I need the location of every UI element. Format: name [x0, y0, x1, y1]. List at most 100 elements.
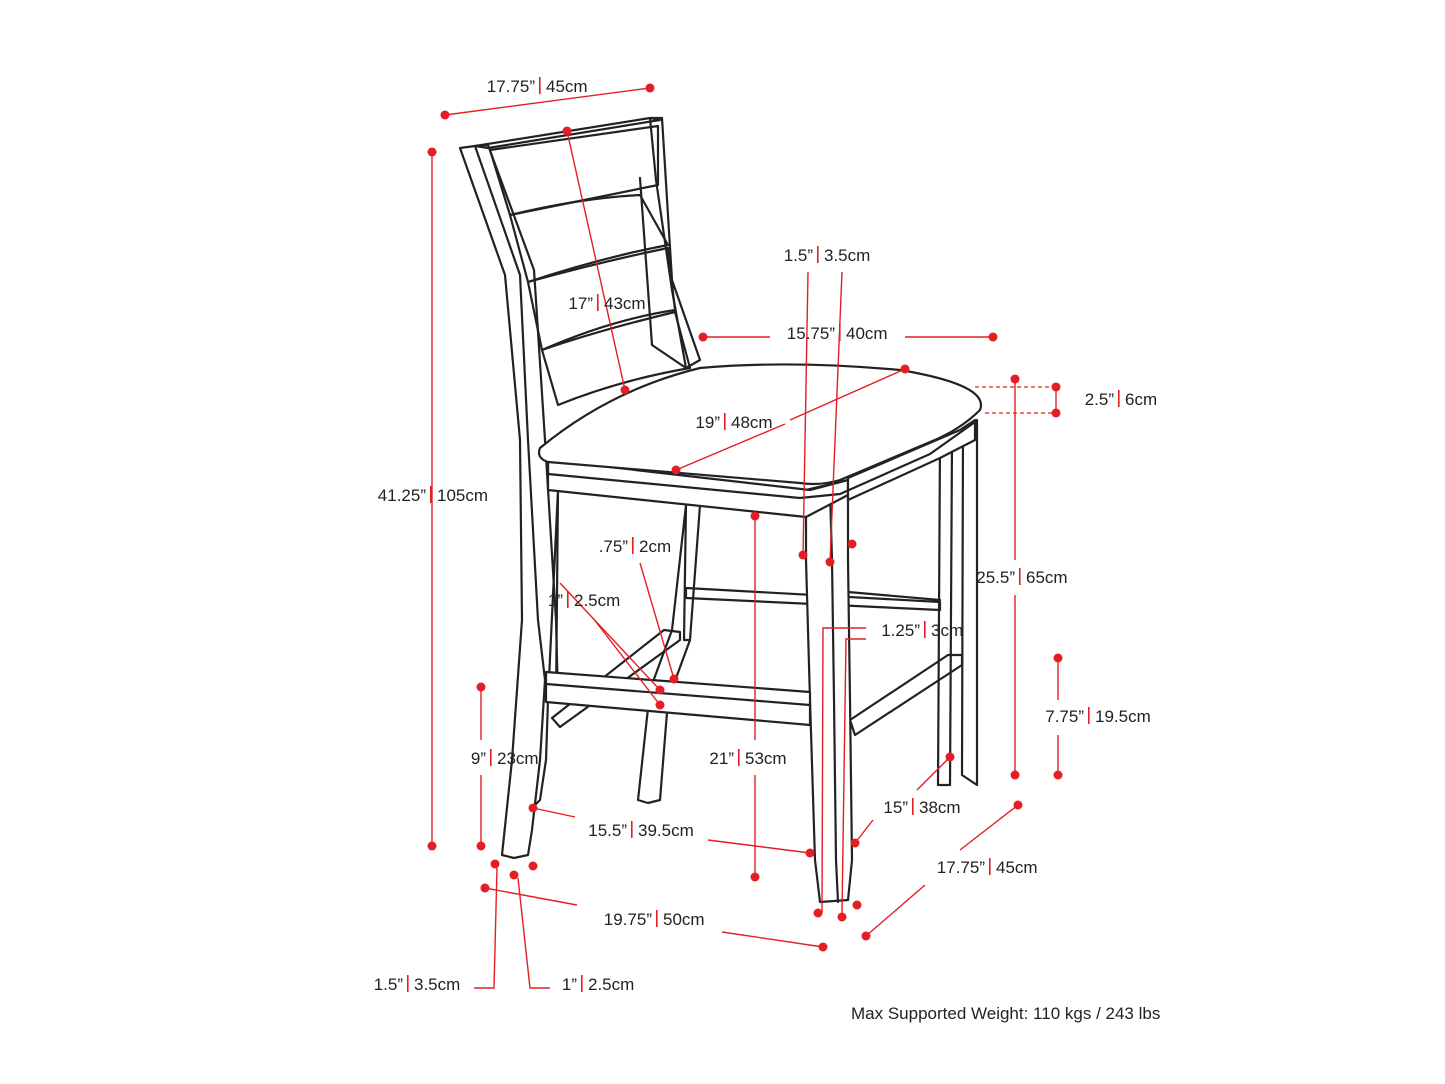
- rear-right-leg: [936, 418, 979, 787]
- front-stretcher: [544, 670, 812, 727]
- svg-text:48cm: 48cm: [731, 413, 773, 432]
- svg-text:1.5”: 1.5”: [784, 246, 814, 265]
- svg-text:1.25”: 1.25”: [881, 621, 920, 640]
- label-seat-depth: 19” 48cm: [695, 413, 773, 432]
- dim-endpoint: [427, 841, 437, 851]
- label-back-width: 17.75” 45cm: [487, 77, 588, 96]
- label-seat-height: 25.5” 65cm: [976, 568, 1068, 587]
- label-foot-inner: 1” 2.5cm: [562, 975, 634, 994]
- label-seat-thickness: 2.5” 6cm: [1085, 390, 1157, 409]
- back-post-left: [458, 144, 547, 860]
- svg-text:3.5cm: 3.5cm: [414, 975, 460, 994]
- dim-endpoint: [805, 848, 815, 858]
- svg-text:17.75”: 17.75”: [937, 858, 986, 877]
- dim-endpoint: [1051, 408, 1061, 418]
- front-stretcher-edge: [544, 682, 812, 707]
- svg-text:15.75”: 15.75”: [787, 324, 836, 343]
- chair-drawing: [458, 116, 983, 904]
- svg-text:19.5cm: 19.5cm: [1095, 707, 1151, 726]
- back-slat-4: [540, 310, 692, 407]
- label-floor-to-seat-frame: 21” 53cm: [709, 749, 787, 768]
- svg-text:15”: 15”: [883, 798, 908, 817]
- dim-endpoint: [750, 872, 760, 882]
- label-foot-outer: 1.5” 3.5cm: [374, 975, 460, 994]
- label-rung-thickness: .75” 2cm: [599, 537, 671, 556]
- svg-text:1”: 1”: [548, 591, 563, 610]
- dim-endpoint: [480, 883, 490, 893]
- dim-endpoint: [1053, 770, 1063, 780]
- svg-text:40cm: 40cm: [846, 324, 888, 343]
- svg-text:2cm: 2cm: [639, 537, 671, 556]
- dim-endpoint: [645, 83, 655, 93]
- front-right-leg: [804, 478, 854, 904]
- dim-endpoint: [852, 900, 862, 910]
- label-base-width: 19.75” 50cm: [604, 910, 705, 929]
- dim-endpoint: [1053, 653, 1063, 663]
- svg-text:65cm: 65cm: [1026, 568, 1068, 587]
- label-rung-depth: 1” 2.5cm: [548, 591, 620, 610]
- svg-text:7.75”: 7.75”: [1045, 707, 1084, 726]
- label-total-height: 41.25” 105cm: [378, 486, 488, 505]
- side-stretcher-right: [848, 653, 964, 737]
- seat-apron-right: [846, 418, 977, 502]
- svg-text:.75”: .75”: [599, 537, 629, 556]
- back-top-rail: [473, 116, 662, 150]
- dim-endpoint: [1013, 800, 1023, 810]
- dim-endpoint: [476, 682, 486, 692]
- svg-text:19.75”: 19.75”: [604, 910, 653, 929]
- dim-endpoint: [509, 870, 519, 880]
- back-slat-1: [488, 124, 660, 217]
- dim-endpoint: [427, 147, 437, 157]
- svg-text:25.5”: 25.5”: [976, 568, 1015, 587]
- dim-endpoint: [476, 841, 486, 851]
- dim-endpoint: [655, 700, 665, 710]
- svg-text:53cm: 53cm: [745, 749, 787, 768]
- dim-endpoint: [1010, 374, 1020, 384]
- dim-endpoint: [655, 685, 665, 695]
- svg-text:19”: 19”: [695, 413, 720, 432]
- max-weight-note: Max Supported Weight: 110 kgs / 243 lbs: [851, 1004, 1160, 1023]
- dim-endpoint: [620, 385, 630, 395]
- svg-text:38cm: 38cm: [919, 798, 961, 817]
- svg-text:23cm: 23cm: [497, 749, 539, 768]
- svg-text:105cm: 105cm: [437, 486, 488, 505]
- svg-text:39.5cm: 39.5cm: [638, 821, 694, 840]
- dim-endpoint: [850, 838, 860, 848]
- dim-endpoint: [671, 465, 681, 475]
- back-post-right-inner: [638, 176, 688, 370]
- label-front-rung-length: 15.5” 39.5cm: [588, 821, 694, 840]
- svg-text:41.25”: 41.25”: [378, 486, 427, 505]
- svg-text:9”: 9”: [471, 749, 486, 768]
- svg-text:2.5cm: 2.5cm: [574, 591, 620, 610]
- svg-text:1”: 1”: [562, 975, 577, 994]
- dim-endpoint: [440, 110, 450, 120]
- dim-endpoint: [825, 557, 835, 567]
- label-leg-width: 1.5” 3.5cm: [784, 246, 870, 265]
- svg-text:2.5cm: 2.5cm: [588, 975, 634, 994]
- dim-endpoint: [945, 752, 955, 762]
- svg-text:45cm: 45cm: [996, 858, 1038, 877]
- back-post-right: [648, 116, 702, 370]
- dim-endpoint: [1010, 770, 1020, 780]
- seat-cushion-edge: [546, 420, 977, 500]
- svg-text:2.5”: 2.5”: [1085, 390, 1115, 409]
- svg-text:21”: 21”: [709, 749, 734, 768]
- dimension-labels: 17.75” 45cm 17” 43cm 41.25” 105cm 1.5” 3…: [374, 77, 1160, 1023]
- dim-endpoint: [847, 539, 857, 549]
- label-base-depth: 17.75” 45cm: [937, 858, 1038, 877]
- svg-text:17”: 17”: [568, 294, 593, 313]
- back-slat-2: [508, 193, 670, 284]
- svg-text:45cm: 45cm: [546, 77, 588, 96]
- svg-text:3.5cm: 3.5cm: [824, 246, 870, 265]
- dim-endpoint: [669, 674, 679, 684]
- svg-text:15.5”: 15.5”: [588, 821, 627, 840]
- label-leg-bottom-width: 1.25” 3cm: [881, 621, 963, 640]
- label-front-rung-height: 9” 23cm: [471, 749, 539, 768]
- dim-endpoint: [813, 908, 823, 918]
- label-side-rung-height: 7.75” 19.5cm: [1045, 707, 1151, 726]
- dim-endpoint: [562, 126, 572, 136]
- dim-endpoint: [490, 859, 500, 869]
- back-stretcher: [684, 586, 942, 612]
- svg-text:1.5”: 1.5”: [374, 975, 404, 994]
